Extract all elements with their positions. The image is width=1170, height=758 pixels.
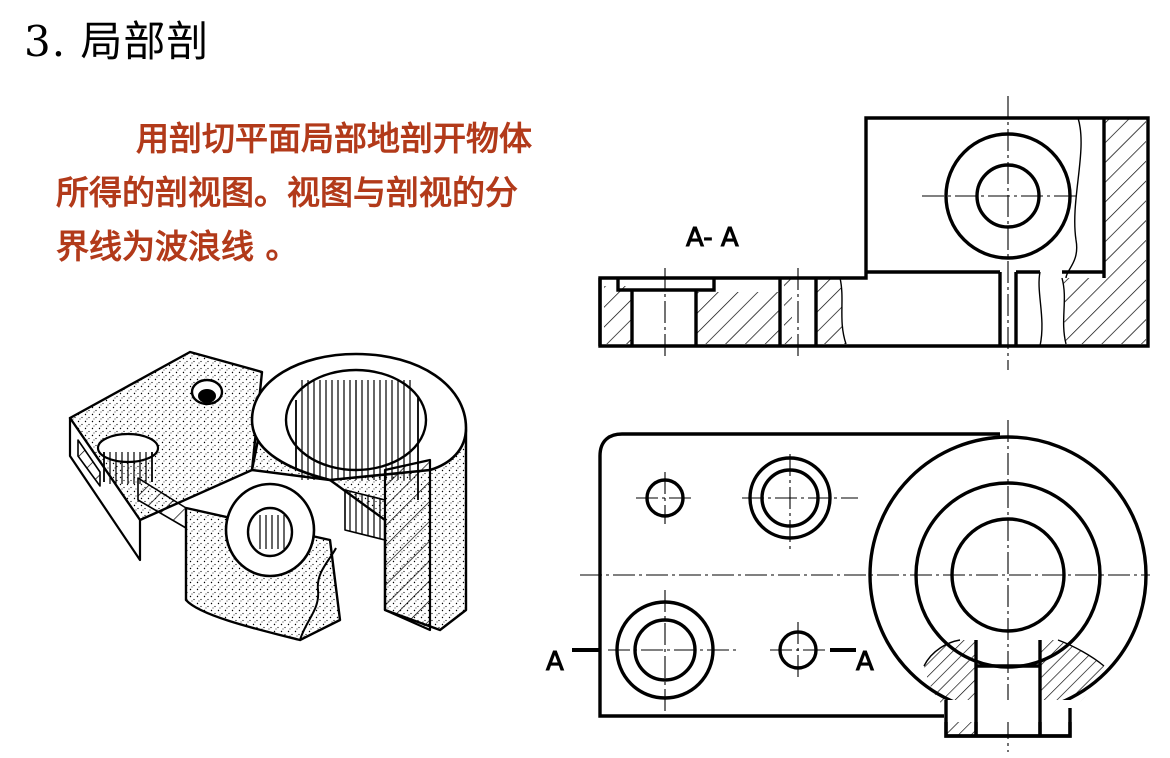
definition-line-3: 界线为波浪线 。 <box>56 227 299 266</box>
top-view-wavy-lines <box>923 639 1105 667</box>
boss-inner-circle <box>975 163 1041 229</box>
boss-ring-inner <box>950 517 1066 633</box>
cut-label-right: A <box>856 647 874 677</box>
section-label: A- A <box>686 223 739 253</box>
hatch-hole-sides <box>816 278 846 344</box>
hatch-left-wall <box>604 286 632 344</box>
definition-line-1: 用剖切平面局部地剖开物体 <box>136 119 532 158</box>
hole-small-bottom-mid <box>778 630 818 670</box>
hole-bottom-left-inner <box>633 618 697 682</box>
definition-line-2: 所得的剖视图。视图与剖视的分 <box>56 173 518 212</box>
section-wavy-lines <box>839 117 1082 347</box>
hatch-lug-right <box>1040 640 1104 708</box>
hole-counterbore-outer <box>748 456 832 540</box>
hole-bottom-left-outer <box>615 600 715 700</box>
slide-title: 3. 局部剖 <box>24 17 210 66</box>
hatch-mid-block <box>696 292 780 344</box>
section-outline <box>598 116 1150 348</box>
section-centerlines <box>664 96 1092 370</box>
hole-counterbore-inner <box>760 468 820 528</box>
iso-boss-section <box>383 458 432 632</box>
top-view: A A <box>546 420 1150 752</box>
boss-outer-circle <box>944 132 1072 260</box>
isometric-view <box>68 350 468 642</box>
definition-text: 用剖切平面局部地剖开物体 所得的剖视图。视图与剖视的分 界线为波浪线 。 <box>56 112 626 274</box>
section-view-aa: A- A <box>598 96 1150 370</box>
cut-label-left: A <box>546 647 564 677</box>
hole-small-top-left <box>645 478 685 518</box>
